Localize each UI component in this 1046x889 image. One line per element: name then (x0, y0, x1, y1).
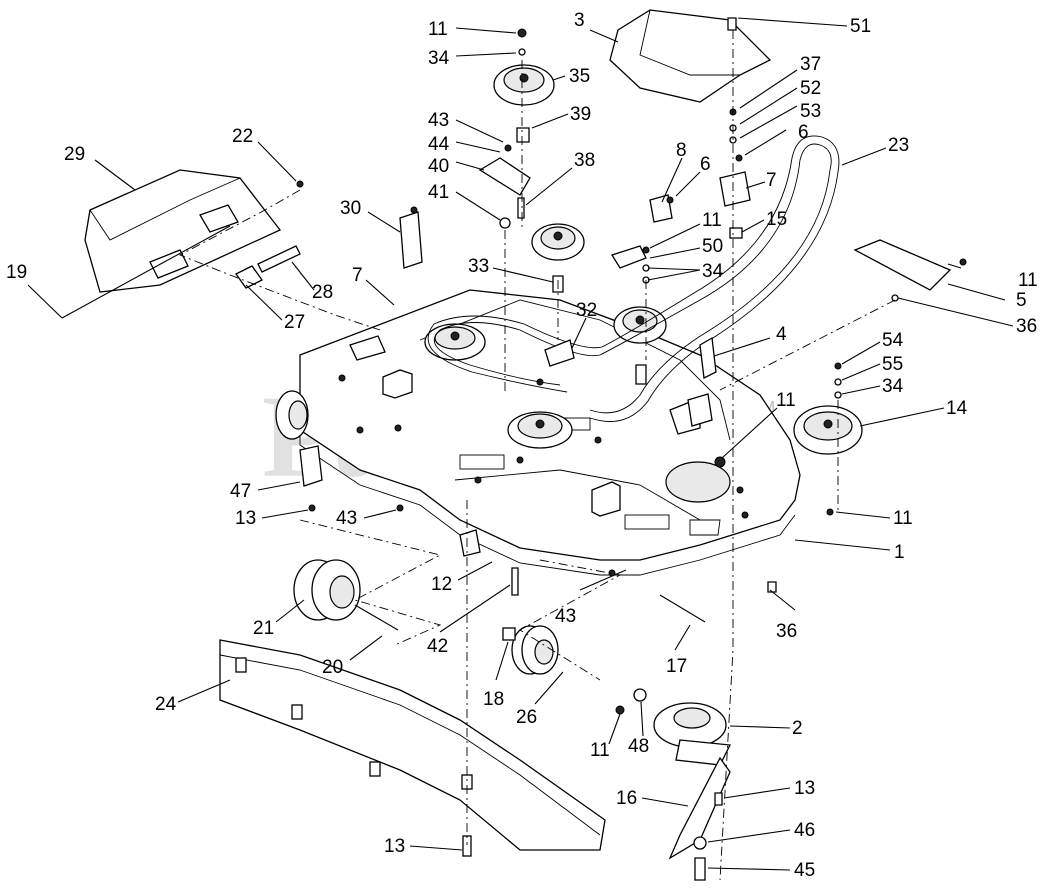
callout-label: 39 (570, 104, 591, 125)
hardware-12-42 (308, 504, 777, 596)
pulley-14 (793, 362, 863, 516)
callout-label: 55 (882, 354, 903, 375)
callout-label: 53 (800, 101, 821, 122)
deck-pulley-center (507, 411, 573, 449)
callout-label: 7 (766, 170, 777, 191)
callout-label: 46 (794, 820, 815, 841)
callout-label: 45 (794, 860, 815, 881)
bracket-30 (399, 206, 423, 269)
callout-label: 13 (794, 778, 815, 799)
callout-label: 43 (336, 508, 357, 529)
baffle-24 (219, 639, 606, 857)
callout-label: 51 (850, 16, 871, 37)
callout-label: 33 (468, 256, 489, 277)
spindle-assembly-2 (615, 688, 732, 766)
idler-arm-50 (611, 245, 650, 284)
callout-label: 17 (666, 656, 687, 677)
callout-label: 37 (800, 54, 821, 75)
gauge-wheel-26 (502, 625, 559, 675)
callout-label: 3 (574, 10, 585, 31)
callout-label: 48 (628, 736, 649, 757)
callout-label: 1 (894, 542, 905, 563)
callout-label: 8 (676, 140, 687, 161)
callout-label: 13 (384, 836, 405, 857)
callout-label: 11 (776, 390, 796, 411)
roller-bracket-5 (853, 239, 967, 302)
callout-label: 42 (427, 636, 448, 657)
callout-label: 7 (352, 265, 363, 286)
bracket-32 (544, 339, 575, 367)
spring-27 (235, 245, 301, 289)
gauge-wheel-21 (293, 559, 361, 621)
blade-16 (668, 756, 731, 881)
bracket-4 (687, 336, 717, 427)
callout-label: 35 (569, 66, 590, 87)
callout-label: 20 (322, 657, 343, 678)
callout-label: 32 (576, 300, 597, 321)
callout-label: 2 (792, 718, 803, 739)
callout-label: 30 (340, 198, 361, 219)
callout-label: 34 (428, 48, 450, 69)
callout-label: 23 (888, 135, 909, 156)
drive-belt (433, 143, 832, 414)
bracket-8 (649, 194, 674, 223)
callout-label: 43 (428, 110, 449, 131)
callout-label: 5 (1016, 290, 1027, 311)
callout-label: 11 (893, 508, 913, 529)
callout-label: 22 (232, 126, 253, 147)
callout-label: 15 (766, 209, 787, 230)
deflector-29 (84, 169, 304, 293)
bracket-7-right (719, 171, 751, 239)
callout-labels: 11 34 35 3 51 37 52 53 6 43 44 39 40 38 … (6, 10, 1038, 881)
callout-label: 54 (882, 330, 904, 351)
callout-label: 40 (428, 156, 449, 177)
leader-lines (27, 17, 1014, 871)
callout-label: 6 (798, 122, 809, 143)
callout-label: 18 (483, 689, 504, 710)
callout-label: 34 (702, 261, 724, 282)
callout-label: 29 (64, 144, 85, 165)
top-pulley-35 (493, 28, 555, 143)
axle-20 (354, 604, 399, 631)
callout-label: 38 (574, 150, 595, 171)
callout-label: 47 (230, 481, 251, 502)
callout-label: 28 (312, 282, 333, 303)
callout-label: 21 (253, 618, 274, 639)
callout-label: 11 (428, 19, 448, 40)
deck-roller-left (275, 390, 323, 487)
callout-label: 11 (1018, 270, 1038, 291)
callout-label: 14 (946, 398, 968, 419)
callout-label: 26 (516, 707, 537, 728)
callout-label: 27 (284, 312, 305, 333)
spring-hardware-51 (727, 17, 743, 162)
callout-label: 52 (800, 78, 821, 99)
callout-label: 13 (235, 508, 256, 529)
callout-label: 43 (555, 606, 576, 627)
callout-label: 16 (616, 788, 637, 809)
callout-label: 36 (776, 621, 797, 642)
callout-label: 36 (1016, 316, 1037, 337)
callout-label: 19 (6, 262, 27, 283)
rod-19 (61, 225, 231, 319)
deck-pulley-left (424, 323, 486, 361)
callout-label: 41 (428, 182, 449, 203)
callout-label: 44 (428, 134, 450, 155)
callout-label: 24 (155, 694, 177, 715)
callout-label: 4 (776, 324, 787, 345)
belt-cover-3 (609, 9, 772, 103)
axle-17 (659, 594, 706, 623)
callout-label: 12 (431, 574, 452, 595)
callout-label: 6 (700, 154, 711, 175)
callout-label: 11 (702, 210, 722, 231)
callout-label: 11 (590, 740, 610, 761)
idler-pulley-right (613, 306, 667, 385)
callout-label: 50 (702, 236, 723, 257)
assembly-lines (178, 30, 896, 881)
callout-label: 34 (882, 376, 904, 397)
idler-arm-40 (478, 144, 531, 229)
